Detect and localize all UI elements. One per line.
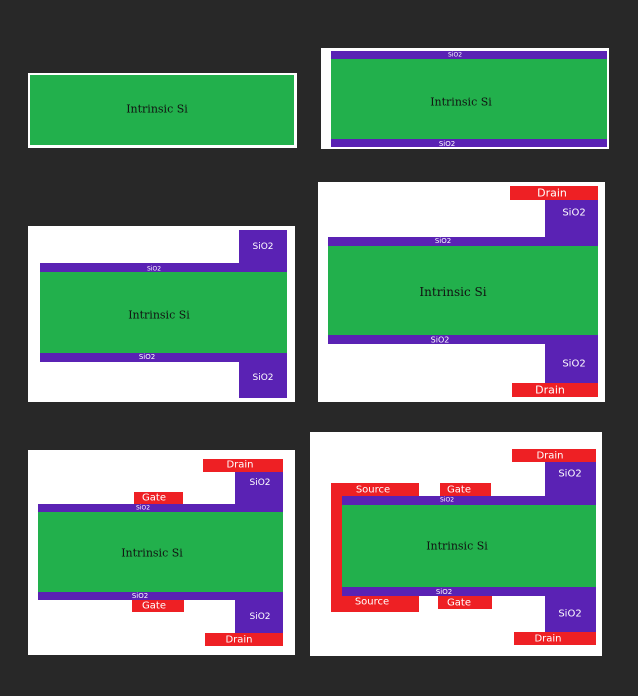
upper-sio2-block-label: SiO2 [562,207,586,219]
bottom-sio2-layer [38,592,283,600]
bottom-gate-label: Gate [447,597,471,609]
step-3-panel: SiO2 SiO2 Intrinsic Si SiO2 SiO2 [28,226,295,402]
top-sio2-label: SiO2 [146,265,162,273]
top-sio2-layer [38,504,283,512]
intrinsic-si-layer [331,59,607,139]
intrinsic-si-label: Intrinsic Si [126,102,188,116]
top-gate-contact [440,483,491,496]
top-gate-label: Gate [142,492,166,504]
top-sio2-label: SiO2 [434,237,452,245]
intrinsic-si-label: Intrinsic Si [128,308,190,322]
intrinsic-si-layer [30,75,294,145]
intrinsic-si-layer [342,505,596,587]
top-source-contact [331,483,419,496]
bottom-sio2-label: SiO2 [430,335,450,345]
upper-sio2-block-label: SiO2 [249,478,271,488]
top-drain-contact [512,449,596,462]
bottom-drain-contact [514,632,596,645]
bottom-source-contact [331,596,419,612]
lower-sio2-block [239,360,287,398]
lower-sio2-block-label: SiO2 [562,358,586,370]
source-side-contact [331,496,342,612]
bottom-sio2-label: SiO2 [435,588,453,596]
lower-sio2-block [235,600,283,633]
intrinsic-si-label: Intrinsic Si [121,546,183,560]
step-4-panel: Drain SiO2 SiO2 Intrinsic Si SiO2 SiO2 D… [318,182,605,402]
upper-sio2-block-label: SiO2 [252,242,274,252]
intrinsic-si-label: Intrinsic Si [419,285,487,299]
lower-sio2-block-label: SiO2 [558,608,582,620]
bottom-sio2-label: SiO2 [138,353,156,361]
top-drain-label: Drain [536,450,564,462]
top-sio2-layer [342,496,596,505]
bottom-drain-label: Drain [535,383,565,397]
lower-sio2-block [545,335,598,383]
top-source-label: Source [355,484,391,496]
lower-sio2-block-label: SiO2 [249,612,271,622]
bottom-gate-contact [438,596,492,609]
top-drain-label: Drain [537,186,567,200]
bottom-drain-contact [512,383,598,397]
bottom-sio2-layer [331,139,607,147]
intrinsic-si-label: Intrinsic Si [430,95,492,109]
top-drain-label: Drain [226,459,254,471]
top-gate-contact [134,492,183,504]
top-sio2-layer [40,263,287,272]
bottom-drain-label: Drain [534,633,562,645]
lower-sio2-block [545,596,596,632]
bottom-drain-contact [205,633,283,646]
top-drain-contact [510,186,598,200]
intrinsic-si-layer [38,512,283,592]
step-1-panel: Intrinsic Si [28,73,297,148]
bottom-sio2-layer [328,335,598,344]
bottom-source-label: Source [354,596,390,608]
bottom-drain-label: Drain [225,634,253,646]
top-sio2-layer [331,51,607,59]
step-2-panel: SiO2 Intrinsic Si SiO2 [321,48,609,149]
intrinsic-si-layer [328,246,598,335]
bottom-sio2-layer [40,353,287,362]
intrinsic-si-layer [40,272,287,353]
top-sio2-label: SiO2 [439,496,455,504]
top-sio2-label: SiO2 [447,51,463,59]
top-sio2-label: SiO2 [135,504,151,512]
step-5-panel: Drain SiO2 Gate SiO2 Intrinsic Si SiO2 G… [28,450,295,655]
bottom-sio2-label: SiO2 [438,140,456,148]
bottom-gate-contact [132,600,184,612]
bottom-sio2-layer [342,587,596,596]
top-sio2-layer [328,237,598,246]
top-drain-contact [203,459,283,472]
intrinsic-si-label: Intrinsic Si [426,539,488,553]
lower-sio2-block-label: SiO2 [252,373,274,383]
top-gate-label: Gate [447,484,471,496]
bottom-sio2-label: SiO2 [131,592,149,600]
step-6-panel: Drain SiO2 Source Gate SiO2 Intrinsic Si… [310,432,602,656]
upper-sio2-block-label: SiO2 [558,468,582,480]
bottom-gate-label: Gate [142,600,166,612]
